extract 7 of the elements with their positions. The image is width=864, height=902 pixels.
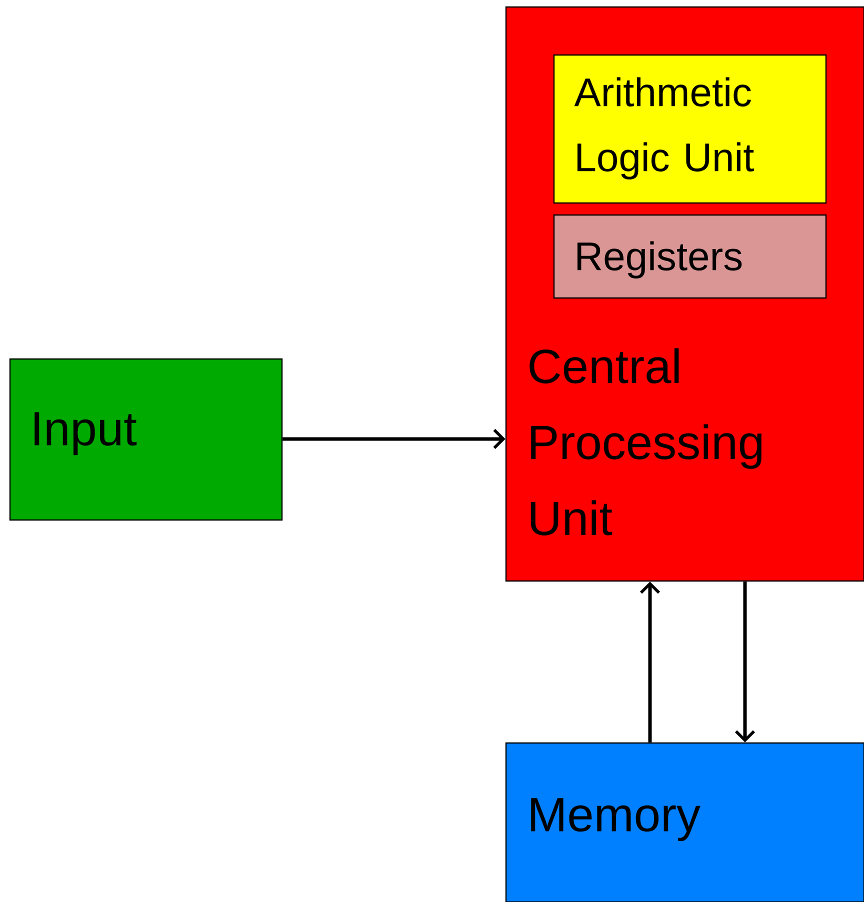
alu-box: Arithmetic Logic Unit xyxy=(553,54,827,204)
input-box: Input xyxy=(9,358,283,521)
memory-box: Memory xyxy=(505,742,864,902)
arrow xyxy=(282,428,506,450)
arrow xyxy=(734,582,756,742)
registers-box: Registers xyxy=(553,214,827,299)
arrow xyxy=(640,582,660,742)
